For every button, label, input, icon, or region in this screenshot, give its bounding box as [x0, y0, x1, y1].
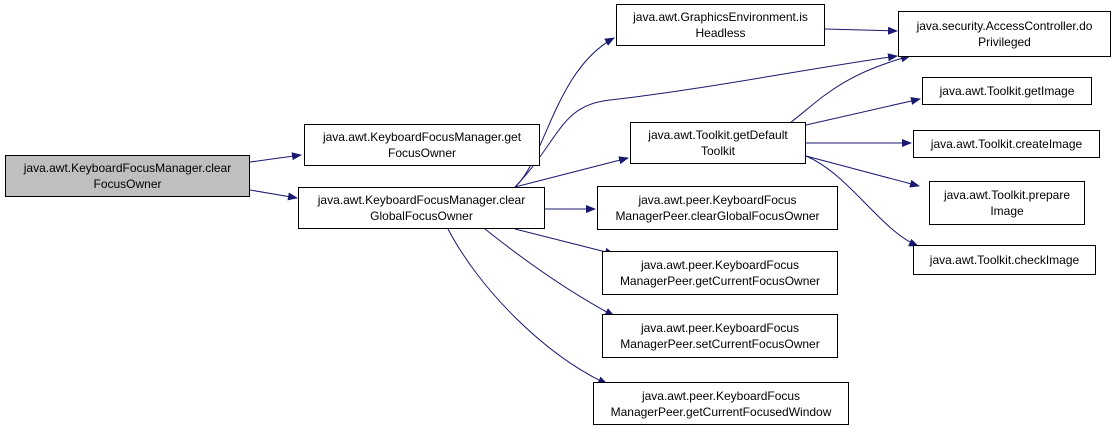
node-is-headless[interactable]: java.awt.GraphicsEnvironment.is Headless [616, 4, 825, 46]
edge-clearfocusowner-getfocusowner [249, 152, 302, 163]
node-clear-focus-owner-line1: java.awt.KeyboardFocusManager.clear [23, 161, 232, 175]
node-get-current-focused-window-peer-line1: java.awt.peer.KeyboardFocus [641, 388, 801, 403]
node-get-current-focused-window-peer[interactable]: java.awt.peer.KeyboardFocus ManagerPeer.… [593, 382, 849, 425]
edge-getdefaulttoolkit-doprivileged [789, 54, 911, 124]
node-prepare-image-line1: java.awt.Toolkit.prepare [943, 188, 1071, 202]
node-get-current-focus-owner-peer[interactable]: java.awt.peer.KeyboardFocus ManagerPeer.… [602, 251, 838, 295]
node-get-focus-owner[interactable]: java.awt.KeyboardFocusManager.get FocusO… [304, 124, 540, 166]
node-clear-focus-owner[interactable]: java.awt.KeyboardFocusManager.clear Focu… [5, 155, 250, 197]
node-clear-global-focus-owner-peer-line1: java.awt.peer.KeyboardFocus [638, 193, 797, 207]
node-clear-focus-owner-line2: FocusOwner [93, 177, 162, 191]
node-get-image-line1: java.awt.Toolkit.getImage [939, 84, 1075, 98]
edge-getdefaulttoolkit-getimage [805, 97, 921, 126]
node-clear-global-focus-owner-peer[interactable]: java.awt.peer.KeyboardFocus ManagerPeer.… [597, 186, 838, 230]
node-check-image[interactable]: java.awt.Toolkit.checkImage [913, 245, 1096, 275]
node-create-image-line1: java.awt.Toolkit.createImage [930, 137, 1083, 151]
edge-clearglobalfocusowner-setcurrentfocusowner [484, 228, 615, 317]
node-is-headless-line1: java.awt.GraphicsEnvironment.is [633, 10, 808, 24]
node-get-default-toolkit-line2: Toolkit [700, 144, 735, 158]
node-prepare-image[interactable]: java.awt.Toolkit.prepare Image [929, 181, 1085, 225]
node-do-privileged[interactable]: java.security.AccessController.do Privil… [898, 11, 1111, 57]
node-check-image-line1: java.awt.Toolkit.checkImage [929, 253, 1080, 267]
edge-clearglobalfocusowner-isheadless [514, 37, 615, 188]
edge-clearglobalfocusowner-getdefaulttoolkit [514, 156, 629, 188]
node-set-current-focus-owner-peer-line1: java.awt.peer.KeyboardFocus [640, 321, 800, 335]
edge-getdefaulttoolkit-prepareimage [805, 155, 920, 188]
node-clear-global-focus-owner-line1: java.awt.KeyboardFocusManager.clear [317, 193, 526, 207]
node-get-current-focus-owner-peer-line2: ManagerPeer.getCurrentFocusOwner [619, 274, 821, 288]
node-do-privileged-line1: java.security.AccessController.do [916, 19, 1093, 33]
node-do-privileged-line2: Privileged [978, 35, 1031, 49]
node-get-default-toolkit[interactable]: java.awt.Toolkit.getDefault Toolkit [630, 122, 806, 164]
node-set-current-focus-owner-peer-line2: ManagerPeer.setCurrentFocusOwner [620, 337, 820, 351]
node-get-current-focused-window-peer-line2: ManagerPeer.getCurrentFocusedWindow [610, 404, 832, 419]
node-clear-global-focus-owner[interactable]: java.awt.KeyboardFocusManager.clear Glob… [298, 187, 545, 229]
node-set-current-focus-owner-peer[interactable]: java.awt.peer.KeyboardFocus ManagerPeer.… [602, 314, 838, 358]
edge-getdefaulttoolkit-checkimage [805, 155, 919, 247]
node-get-image[interactable]: java.awt.Toolkit.getImage [922, 77, 1092, 105]
edge-clearglobalfocusowner-getcurrentfocusowner [514, 228, 615, 256]
node-is-headless-line2: Headless [695, 26, 746, 40]
edge-clearfocusowner-clearglobalfocusowner [249, 189, 298, 201]
node-clear-global-focus-owner-line2: GlobalFocusOwner [370, 209, 473, 223]
node-get-current-focus-owner-peer-line1: java.awt.peer.KeyboardFocus [640, 258, 800, 272]
node-create-image[interactable]: java.awt.Toolkit.createImage [913, 130, 1100, 158]
node-get-focus-owner-line1: java.awt.KeyboardFocusManager.get [322, 130, 522, 144]
node-clear-global-focus-owner-peer-line2: ManagerPeer.clearGlobalFocusOwner [615, 209, 820, 223]
edge-clearglobalfocusowner-doprivileged [514, 53, 898, 188]
edge-clearglobalfocusowner-getcurrentfocusedwindow [447, 228, 608, 385]
node-get-focus-owner-line2: FocusOwner [387, 146, 457, 160]
edge-isheadless-doprivileged [824, 26, 898, 35]
node-prepare-image-line2: Image [990, 204, 1024, 218]
node-get-default-toolkit-line1: java.awt.Toolkit.getDefault [648, 128, 788, 142]
